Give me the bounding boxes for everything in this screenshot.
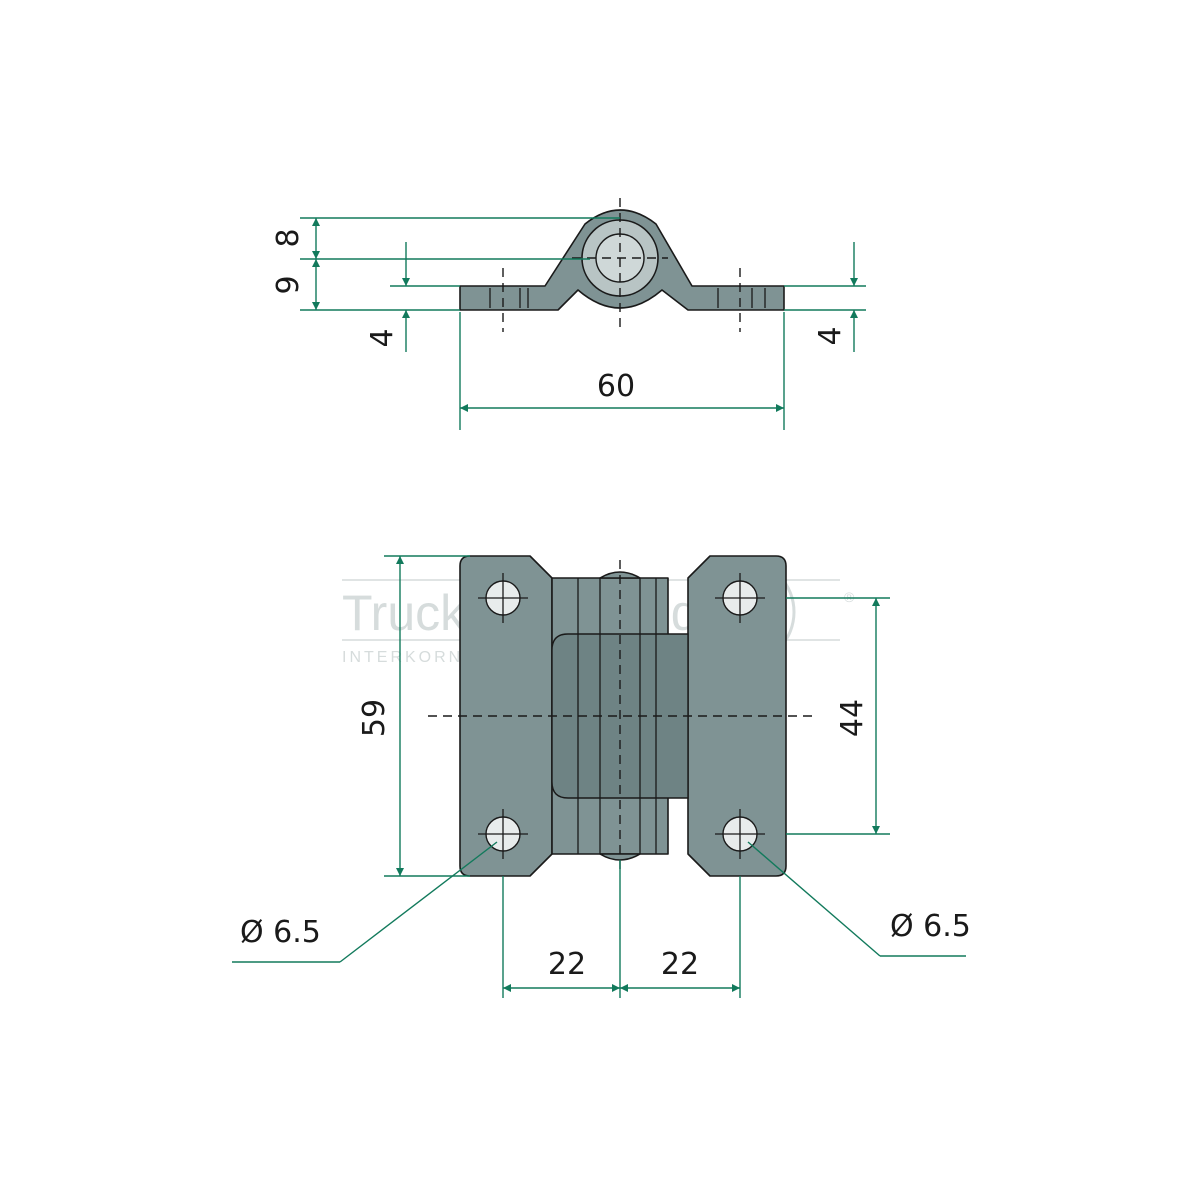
dim-height-mid: 9 [271,275,306,294]
dim-hole-spacing-v: 44 [835,699,870,737]
top-view: 59 44 22 22 Ø 6.5 Ø 6.5 [232,555,971,998]
hole-bottom-left [478,809,528,859]
pin-bottom [599,853,641,861]
side-view: 8 9 4 4 60 [271,198,866,430]
dim-height: 59 [357,699,392,737]
watermark-registered: ® [844,589,855,605]
side-hole-right [717,288,766,308]
side-hole-left [489,288,529,308]
dim-hole-left: Ø 6.5 [240,915,321,950]
dim-thickness-right: 4 [813,326,848,345]
dim-half-right: 22 [661,947,699,982]
dim-height-top: 8 [271,228,306,247]
hole-top-right [715,573,765,623]
dim-hole-right: Ø 6.5 [890,909,971,944]
hole-top-left [478,573,528,623]
dim-thickness-left: 4 [365,328,400,347]
dim-width: 60 [597,369,635,404]
dim-half-left: 22 [548,947,586,982]
